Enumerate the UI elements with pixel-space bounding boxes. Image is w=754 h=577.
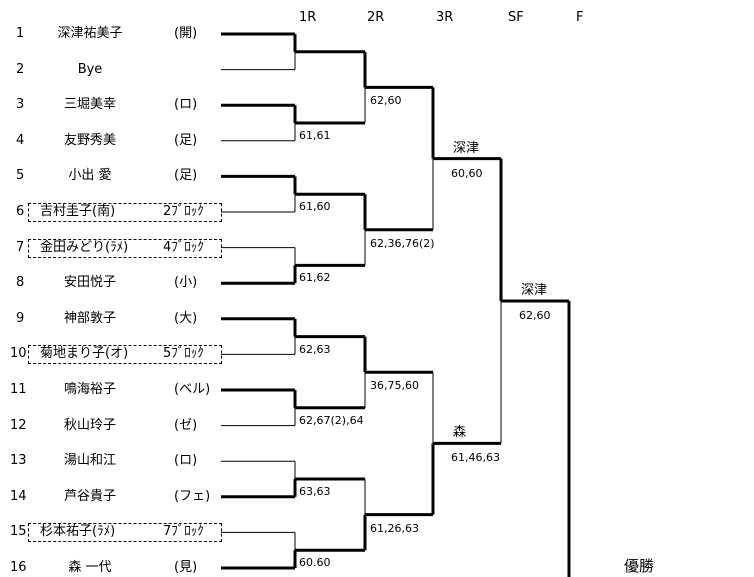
block-label: 7ﾌﾞﾛｯｸ bbox=[163, 524, 204, 540]
round-header-1r: 1R bbox=[299, 10, 317, 25]
seed-number: 14 bbox=[10, 488, 27, 504]
score-1r: 60.60 bbox=[299, 556, 331, 570]
seed-number: 16 bbox=[10, 560, 27, 575]
player-name: 安田悦子 bbox=[63, 275, 116, 291]
seed-number: 4 bbox=[16, 132, 25, 148]
player-name: 金田みどり(ﾗﾒ) bbox=[40, 239, 129, 255]
player-name: 菊地まり子(オ) bbox=[40, 346, 129, 362]
player-name: 小出 愛 bbox=[68, 168, 112, 184]
score-1r: 62,63 bbox=[299, 342, 331, 356]
block-label: 4ﾌﾞﾛｯｸ bbox=[163, 239, 204, 255]
qualifier-box bbox=[28, 203, 222, 222]
seed-number: 8 bbox=[16, 275, 25, 291]
score-3r: 60,60 bbox=[451, 166, 483, 180]
club-label: (見) bbox=[174, 560, 198, 575]
score-1r: 61,60 bbox=[299, 200, 331, 214]
seed-number: 3 bbox=[16, 97, 25, 113]
club-label: (フェ) bbox=[174, 488, 211, 504]
score-1r: 63,63 bbox=[299, 485, 331, 498]
player-name: 友野秀美 bbox=[63, 132, 116, 148]
seed-number: 5 bbox=[16, 168, 25, 184]
club-label: (開) bbox=[174, 26, 198, 41]
seed-number: 1 bbox=[16, 26, 25, 41]
player-name: 秋山玲子 bbox=[63, 417, 116, 433]
winner-3r: 森 bbox=[453, 425, 467, 441]
seed-number: 11 bbox=[10, 382, 27, 397]
seed-number: 15 bbox=[10, 524, 27, 540]
score-1r: 62,67(2),64 bbox=[299, 413, 364, 427]
round-header-sf: SF bbox=[508, 10, 524, 25]
club-label: (ロ) bbox=[174, 453, 198, 469]
player-name: 湯山和江 bbox=[63, 453, 116, 469]
qualifier-box bbox=[28, 238, 222, 258]
score-1r: 61,62 bbox=[299, 271, 331, 285]
seed-number: 9 bbox=[16, 310, 25, 326]
club-label: (ゼ) bbox=[174, 417, 198, 433]
seed-number: 2 bbox=[16, 61, 25, 77]
score-2r: 61,26,63 bbox=[370, 521, 419, 535]
player-name: 森 一代 bbox=[68, 560, 112, 575]
seed-number: 6 bbox=[16, 204, 25, 219]
score-2r: 62,60 bbox=[370, 94, 402, 108]
winner-sf: 深津 bbox=[521, 283, 548, 298]
seed-number: 12 bbox=[10, 417, 27, 433]
score-sf: 62,60 bbox=[519, 309, 551, 322]
qualifier-box bbox=[28, 345, 222, 365]
club-label: (大) bbox=[174, 310, 198, 326]
player-name: 杉本祐子(ﾗﾒ) bbox=[40, 524, 116, 540]
club-label: (小) bbox=[174, 275, 198, 291]
seed-number: 10 bbox=[10, 346, 27, 362]
score-1r: 61,61 bbox=[299, 129, 331, 142]
player-name: 三堀美幸 bbox=[63, 97, 116, 113]
player-name: 深津祐美子 bbox=[57, 26, 123, 41]
player-name: 吉村圭子(南) bbox=[40, 204, 116, 219]
seed-number: 13 bbox=[10, 453, 27, 469]
block-label: 5ﾌﾞﾛｯｸ bbox=[163, 346, 204, 362]
winner-3r: 深津 bbox=[453, 140, 480, 156]
player-name: 芦谷貴子 bbox=[63, 488, 116, 504]
club-label: (ロ) bbox=[174, 97, 198, 113]
seed-number: 7 bbox=[16, 239, 25, 255]
score-2r: 36,75,60 bbox=[370, 379, 419, 393]
round-header-f: F bbox=[576, 10, 584, 25]
round-header-2r: 2R bbox=[367, 10, 385, 25]
round-header-3r: 3R bbox=[436, 10, 454, 25]
club-label: (足) bbox=[174, 168, 198, 184]
score-2r: 62,36,76(2) bbox=[370, 236, 435, 250]
player-name: 神部敦子 bbox=[63, 310, 116, 326]
club-label: (足) bbox=[174, 132, 198, 148]
champion-label: 優勝 bbox=[624, 557, 655, 575]
player-name: Bye bbox=[77, 61, 103, 77]
block-label: 2ﾌﾞﾛｯｸ bbox=[163, 204, 204, 219]
club-label: (ベル) bbox=[174, 382, 211, 397]
player-name: 鳴海裕子 bbox=[63, 382, 116, 397]
score-3r: 61,46,63 bbox=[451, 451, 500, 465]
qualifier-box bbox=[28, 523, 222, 543]
